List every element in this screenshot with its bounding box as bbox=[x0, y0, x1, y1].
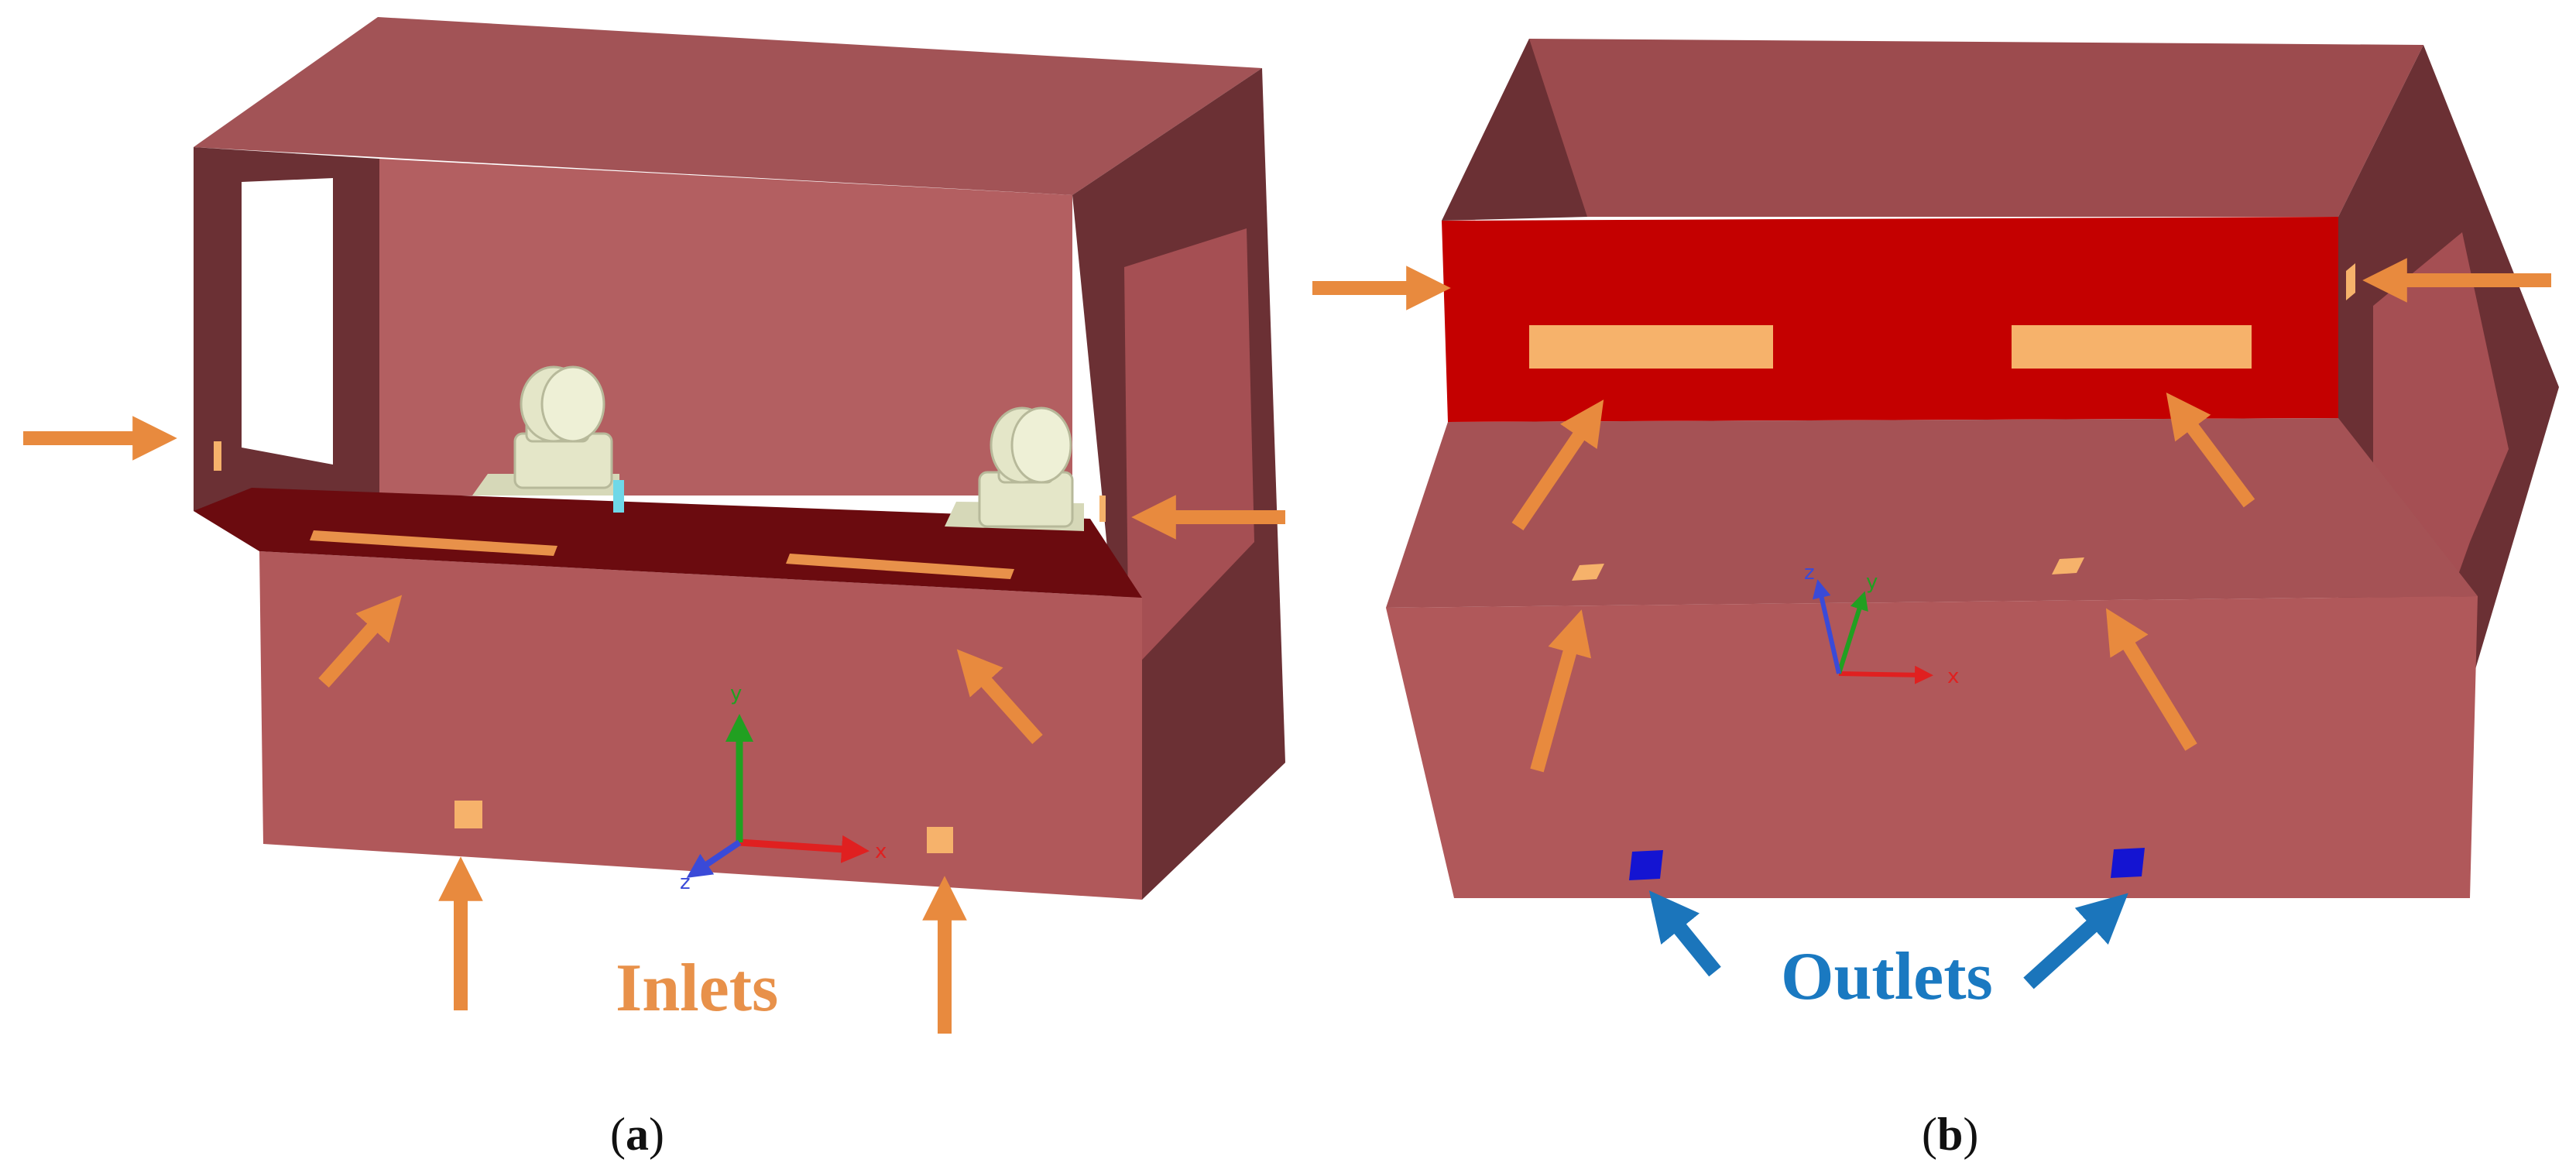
axis-y-label-a: y bbox=[730, 682, 742, 705]
outlet-arrow-right bbox=[2023, 893, 2128, 989]
caption-b: (b) bbox=[1922, 1109, 1978, 1160]
inlet-arrow-b-panel-left bbox=[1511, 400, 1604, 531]
cabin-back-wall bbox=[379, 159, 1072, 496]
side-vent-right bbox=[1099, 496, 1106, 522]
top-vent-left bbox=[1572, 564, 1604, 581]
dashboard-vent-left bbox=[310, 530, 557, 556]
panel-vent-left bbox=[1529, 325, 1773, 369]
cabin-b-back-wall bbox=[1444, 39, 2423, 217]
cabin-roof bbox=[194, 17, 1262, 195]
outlet-right bbox=[2111, 848, 2145, 878]
inlets-label: Inlets bbox=[616, 951, 778, 1026]
panel-b: x y z Outlets (b) bbox=[1312, 39, 2559, 1160]
inlet-arrow-dash-right bbox=[956, 649, 1043, 745]
panel-a: x y z Inlets (a) bbox=[23, 17, 1285, 1160]
cabin-b-top-surface bbox=[1386, 418, 2478, 608]
top-vent-right bbox=[2052, 557, 2084, 574]
caption-a: (a) bbox=[610, 1109, 664, 1160]
side-vent-left bbox=[214, 441, 221, 471]
inlet-arrow-b-panel-right bbox=[2166, 392, 2255, 508]
floor-inlet-right bbox=[927, 827, 953, 853]
axis-x-label-a: x bbox=[875, 840, 887, 863]
outlet-arrow-left bbox=[1648, 890, 1721, 977]
right-window bbox=[1124, 228, 1254, 674]
mannequin-left bbox=[472, 365, 624, 513]
inlet-arrow-b-top-left bbox=[1530, 609, 1592, 773]
cabin-b-front-wall bbox=[1386, 596, 2478, 898]
dashboard-vent-right bbox=[786, 554, 1014, 579]
cabin-b-left-inner-wall bbox=[1442, 39, 1587, 221]
axis-z-label-b: z bbox=[1804, 561, 1815, 585]
left-window bbox=[242, 178, 333, 465]
outlet-left bbox=[1629, 850, 1663, 880]
inlet-arrow-b-top-right bbox=[2105, 608, 2197, 751]
cabin-front-wall bbox=[259, 551, 1142, 900]
mannequin-right bbox=[945, 406, 1084, 531]
floor-inlet-left bbox=[454, 801, 482, 828]
axis-y-label-b: y bbox=[1866, 571, 1878, 594]
axis-triad-a: x y z bbox=[680, 682, 887, 894]
side-vent-b bbox=[2346, 263, 2355, 300]
axis-z-label-a: z bbox=[680, 871, 691, 894]
axis-triad-b: x y z bbox=[1804, 561, 1959, 688]
inlet-arrow-dash-left bbox=[318, 595, 403, 688]
panel-vent-right bbox=[2012, 325, 2252, 369]
outlets-label: Outlets bbox=[1781, 939, 1993, 1014]
axis-x-label-b: x bbox=[1947, 665, 1959, 688]
red-dashboard-panel bbox=[1442, 217, 2338, 422]
